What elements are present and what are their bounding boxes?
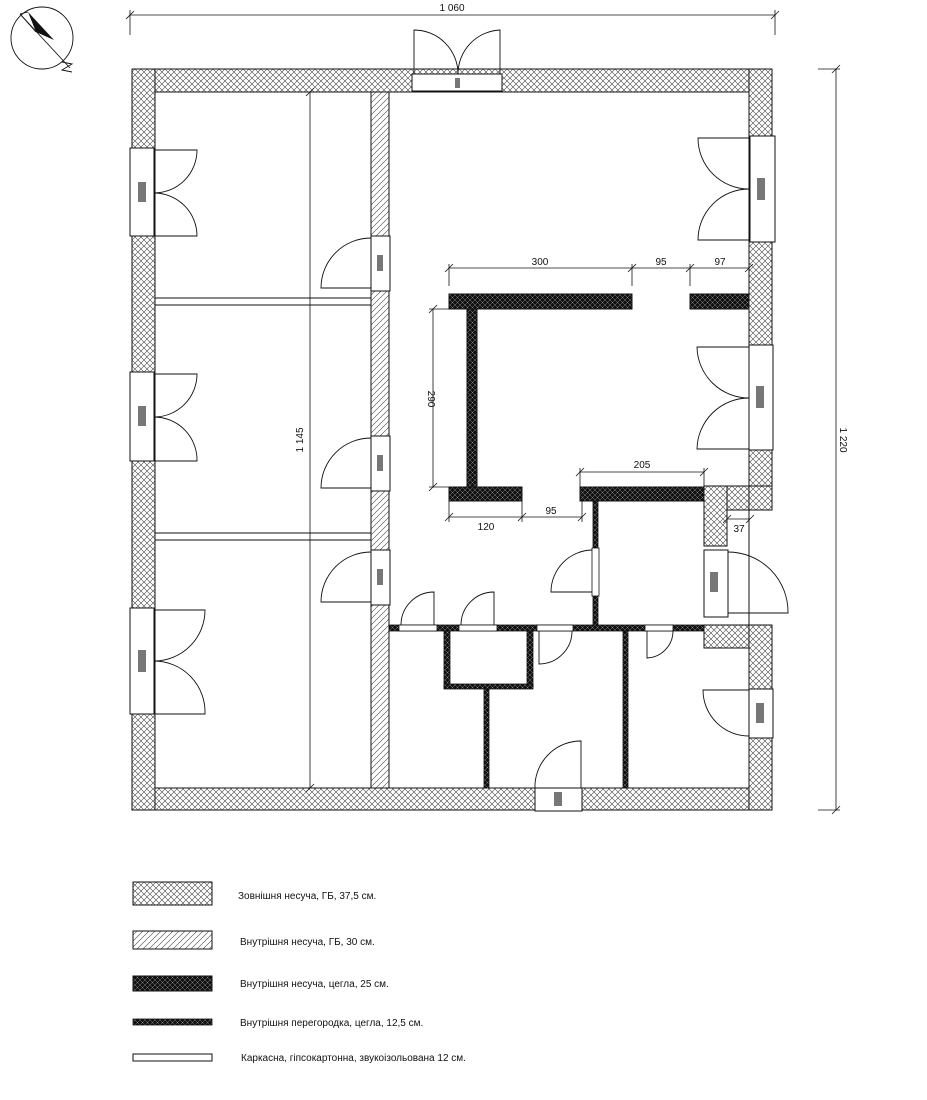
dimension-overall-width: 1 060 <box>125 3 780 35</box>
entrance-double-door <box>411 29 503 92</box>
dimension-label: 290 <box>425 391 436 408</box>
dimension-120: 120 <box>444 501 527 533</box>
frame-partition <box>154 297 372 541</box>
legend-label: Внутрішня несуча, цегла, 25 см. <box>240 979 389 990</box>
dimension-95-top: 95 <box>632 257 695 286</box>
dimension-label: 37 <box>733 524 745 535</box>
interior-door-7 <box>536 624 574 665</box>
window-left-1 <box>129 147 198 237</box>
window-left-3 <box>129 607 206 715</box>
legend-item-brick-partition: Внутрішня перегородка, цегла, 12,5 см. <box>132 1018 423 1029</box>
legend-item-interior-brick: Внутрішня несуча, цегла, 25 см. <box>132 975 389 992</box>
legend-label: Внутрішня перегородка, цегла, 12,5 см. <box>240 1018 423 1029</box>
dimension-label: 120 <box>478 522 495 533</box>
legend-label: Каркасна, гіпсокартонна, звукоізольована… <box>241 1053 466 1064</box>
legend-label: Зовнішня несуча, ГБ, 37,5 см. <box>238 891 376 902</box>
entrance-side-door <box>703 549 789 618</box>
dimension-label: 1 060 <box>439 3 464 14</box>
legend-item-interior-gb: Внутрішня несуча, ГБ, 30 см. <box>132 930 375 950</box>
dimension-label: 1 145 <box>295 427 306 452</box>
dimension-205: 205 <box>575 460 709 487</box>
north-arrow-icon <box>10 6 74 73</box>
dimension-label: 95 <box>655 257 667 268</box>
dimension-290: 290 <box>425 304 467 492</box>
exterior-wall <box>131 68 773 811</box>
interior-door-1 <box>320 235 391 292</box>
interior-door-5 <box>398 591 438 632</box>
window-right-1 <box>697 135 776 243</box>
dimension-label: 205 <box>634 460 651 471</box>
legend: Зовнішня несуча, ГБ, 37,5 см. Внутрішня … <box>132 881 466 1064</box>
interior-door-3 <box>320 549 391 606</box>
dimension-95-bottom: 95 <box>522 501 587 522</box>
legend-label: Внутрішня несуча, ГБ, 30 см. <box>240 937 375 948</box>
dimension-label: 97 <box>714 257 726 268</box>
interior-door-4 <box>550 547 600 597</box>
dimension-97: 97 <box>690 257 754 273</box>
dimension-label: 95 <box>545 506 557 517</box>
window-left-2 <box>129 371 198 462</box>
interior-door-2 <box>320 435 391 492</box>
dimension-interior-height: 1 145 <box>295 87 324 793</box>
window-right-2 <box>696 344 774 451</box>
interior-door-6 <box>458 591 498 632</box>
dimension-300: 300 <box>444 257 637 286</box>
legend-item-frame-partition: Каркасна, гіпсокартонна, звукоізольована… <box>132 1053 466 1064</box>
interior-door-8 <box>644 624 674 659</box>
brick-partition <box>388 500 705 789</box>
dimension-label: 300 <box>532 257 549 268</box>
window-right-3 <box>702 688 774 739</box>
legend-item-exterior: Зовнішня несуча, ГБ, 37,5 см. <box>132 881 376 906</box>
dimension-overall-height: 1 220 <box>818 64 848 815</box>
dimension-label: 1 220 <box>837 427 848 452</box>
dimension-37: 37 <box>722 514 755 535</box>
interior-bearing-wall-brick <box>448 293 750 502</box>
window-bottom <box>534 740 583 812</box>
